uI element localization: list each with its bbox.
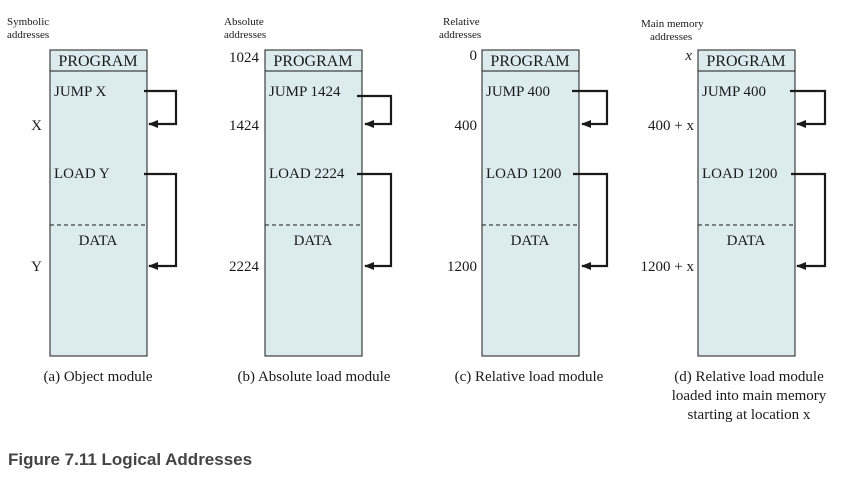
- module-box: [264, 49, 363, 357]
- module-a-object: PROGRAM JUMP X LOAD Y DATA X Y (a) Objec…: [31, 49, 178, 385]
- address-jump-target: 400 + x: [648, 118, 694, 134]
- header-symbolic-line1: Symbolic: [7, 16, 49, 28]
- jump-instruction: JUMP 1424: [269, 84, 341, 100]
- load-instruction: LOAD 1200: [486, 166, 561, 182]
- jump-instruction: JUMP 400: [702, 84, 766, 100]
- load-arrow: [144, 172, 178, 270]
- program-label: PROGRAM: [58, 53, 137, 70]
- data-label: DATA: [79, 233, 118, 249]
- module-caption: (c) Relative load module: [455, 369, 604, 385]
- module-c-relative: PROGRAM JUMP 400 LOAD 1200 DATA 0 400 12…: [447, 48, 609, 385]
- load-arrow: [791, 172, 827, 270]
- header-relative-line1: Relative: [443, 16, 480, 28]
- address-jump-target: 400: [455, 118, 478, 134]
- module-caption: (a) Object module: [43, 369, 152, 385]
- data-label: DATA: [727, 233, 766, 249]
- header-main-memory-line1: Main memory: [641, 18, 704, 30]
- header-symbolic-line2: addresses: [7, 29, 49, 41]
- header-main-memory-line2: addresses: [650, 31, 692, 43]
- figure-caption: Figure 7.11 Logical Addresses: [8, 450, 253, 469]
- jump-arrow: [572, 89, 609, 128]
- jump-instruction: JUMP 400: [486, 84, 550, 100]
- address-data-target: Y: [31, 259, 42, 275]
- address-data-target: 2224: [229, 259, 260, 275]
- load-instruction: LOAD 1200: [702, 166, 777, 182]
- module-box: [49, 49, 148, 357]
- address-top: 1024: [229, 50, 260, 66]
- program-label: PROGRAM: [273, 53, 352, 70]
- module-caption-line2: loaded into main memory: [672, 388, 827, 404]
- data-label: DATA: [294, 233, 333, 249]
- program-label: PROGRAM: [490, 53, 569, 70]
- jump-arrow: [144, 89, 178, 128]
- jump-arrow: [790, 89, 827, 128]
- module-d-main-memory: PROGRAM JUMP 400 LOAD 1200 DATA x 400 + …: [641, 48, 827, 423]
- module-caption-line3: starting at location x: [688, 407, 811, 423]
- load-arrow: [357, 172, 393, 270]
- address-jump-target: 1424: [229, 118, 260, 134]
- address-top: x: [684, 48, 692, 64]
- program-label: PROGRAM: [706, 53, 785, 70]
- module-b-absolute: PROGRAM JUMP 1424 LOAD 2224 DATA 1024 14…: [229, 49, 393, 385]
- header-relative-line2: addresses: [439, 29, 481, 41]
- jump-instruction: JUMP X: [54, 84, 107, 100]
- load-instruction: LOAD Y: [54, 166, 110, 182]
- load-instruction: LOAD 2224: [269, 166, 345, 182]
- data-label: DATA: [511, 233, 550, 249]
- jump-arrow: [357, 94, 393, 128]
- address-data-target: 1200: [447, 259, 477, 275]
- load-arrow: [573, 172, 609, 270]
- module-caption: (b) Absolute load module: [238, 369, 391, 385]
- module-caption-line1: (d) Relative load module: [674, 369, 824, 385]
- module-box: [481, 49, 580, 357]
- address-jump-target: X: [31, 118, 42, 134]
- header-absolute-line1: Absolute: [224, 16, 264, 28]
- header-absolute-line2: addresses: [224, 29, 266, 41]
- module-box: [697, 49, 796, 357]
- address-data-target: 1200 + x: [641, 259, 695, 275]
- address-top: 0: [470, 48, 478, 64]
